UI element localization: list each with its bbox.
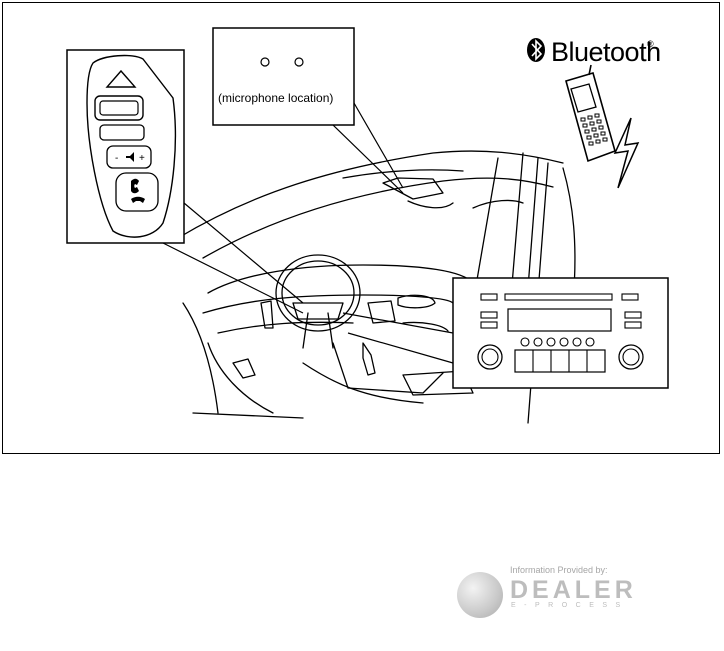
phone-hangup-icon [131,196,145,203]
diagram-frame: - + (microphone location) Bluetooth ® [2,2,720,454]
up-arrow-icon [105,69,137,88]
lightning-signal-icon [613,117,640,189]
microphone-location-label: (microphone location) [218,91,334,105]
volume-minus-text: - [115,153,118,164]
volume-plus-text: + [139,153,145,164]
overhead-console [382,177,444,200]
microphone-hole [260,57,270,67]
registered-mark: ® [647,39,654,49]
phone-answer-icon [131,178,139,194]
vent-right [397,294,436,309]
vehicle-interior-drawing: - + [66,27,669,424]
microphone-callout [212,27,404,194]
brand-subtitle: E-PROCESS [511,602,629,609]
bluetooth-icon [527,38,545,62]
vent-center [367,300,396,324]
steering-switch-callout [66,49,304,314]
audio-unit-callout [342,277,669,389]
credit-text: Information Provided by: [510,565,608,575]
volume-icon [126,152,134,162]
microphone-hole [294,57,304,67]
brand-name: DEALER [510,576,637,604]
gear-shifter [362,342,376,376]
bluetooth-wordmark: Bluetooth [551,37,661,67]
cell-phone-icon [565,64,616,163]
globe-logo-icon [457,572,503,618]
